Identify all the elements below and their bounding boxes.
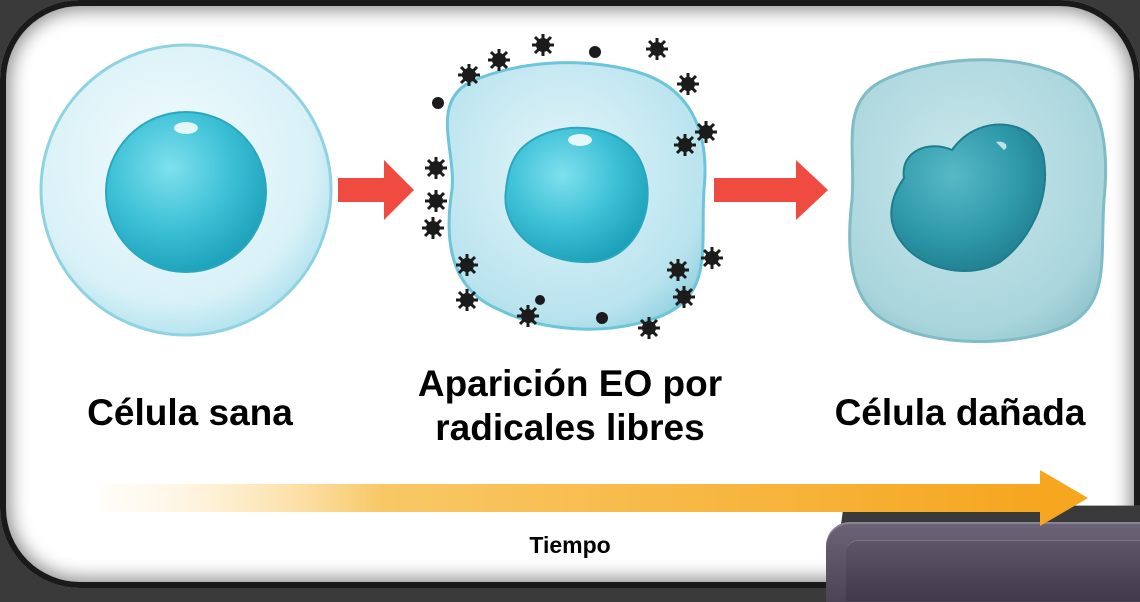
- healthy-cell-icon: [39, 43, 333, 337]
- damaged-cell-icon: [848, 58, 1108, 344]
- stage-label-stress: Aparición EO por radicales libres: [380, 362, 760, 450]
- red-arrow-icon: [714, 160, 828, 220]
- stage-label-stress-line2: radicales libres: [435, 407, 705, 448]
- stage-label-stress-line1: Aparición EO por: [417, 363, 723, 404]
- timeline-label: Tiempo: [529, 532, 611, 558]
- cell-diagram: [39, 32, 1108, 526]
- red-arrow-icon: [338, 160, 414, 220]
- stage-label-damaged: Célula dañada: [834, 392, 1086, 433]
- time-arrow-icon: [100, 470, 1088, 526]
- free-radicals: [420, 32, 725, 341]
- stage-label-healthy: Célula sana: [87, 392, 293, 433]
- stressed-cell-icon: [445, 61, 707, 331]
